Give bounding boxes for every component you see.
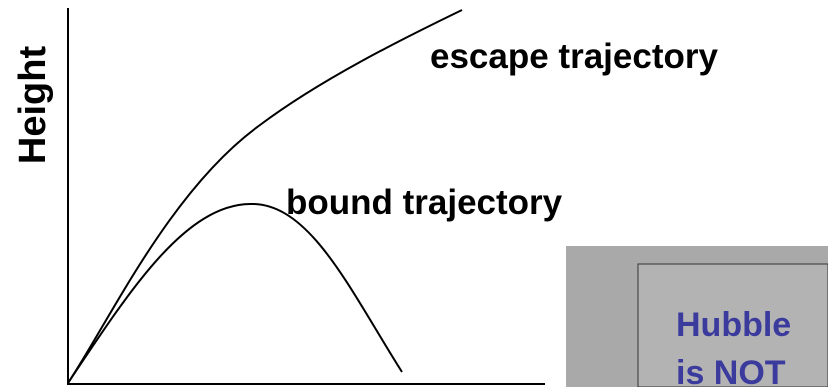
inset-photo: Hubble is NOT [566, 246, 828, 387]
escape-trajectory-label: escape trajectory [430, 37, 718, 76]
escape-trajectory-curve [67, 9, 463, 384]
bound-trajectory-curve [67, 202, 403, 384]
inset-text-line2: is NOT [676, 354, 786, 387]
y-axis-label: Height [12, 46, 54, 165]
bound-trajectory-label: bound trajectory [286, 183, 563, 222]
inset-text-line1: Hubble [676, 306, 791, 344]
inset-inner-panel [637, 263, 828, 387]
